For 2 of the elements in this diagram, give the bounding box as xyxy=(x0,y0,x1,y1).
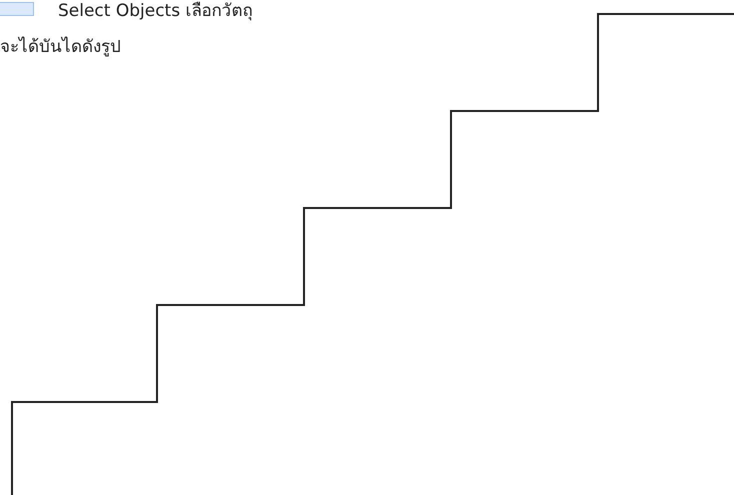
instruction-text: จะได้บันไดดังรูป xyxy=(0,36,121,58)
tool-caption: Select Objects เลือกวัตถุ xyxy=(58,0,252,22)
